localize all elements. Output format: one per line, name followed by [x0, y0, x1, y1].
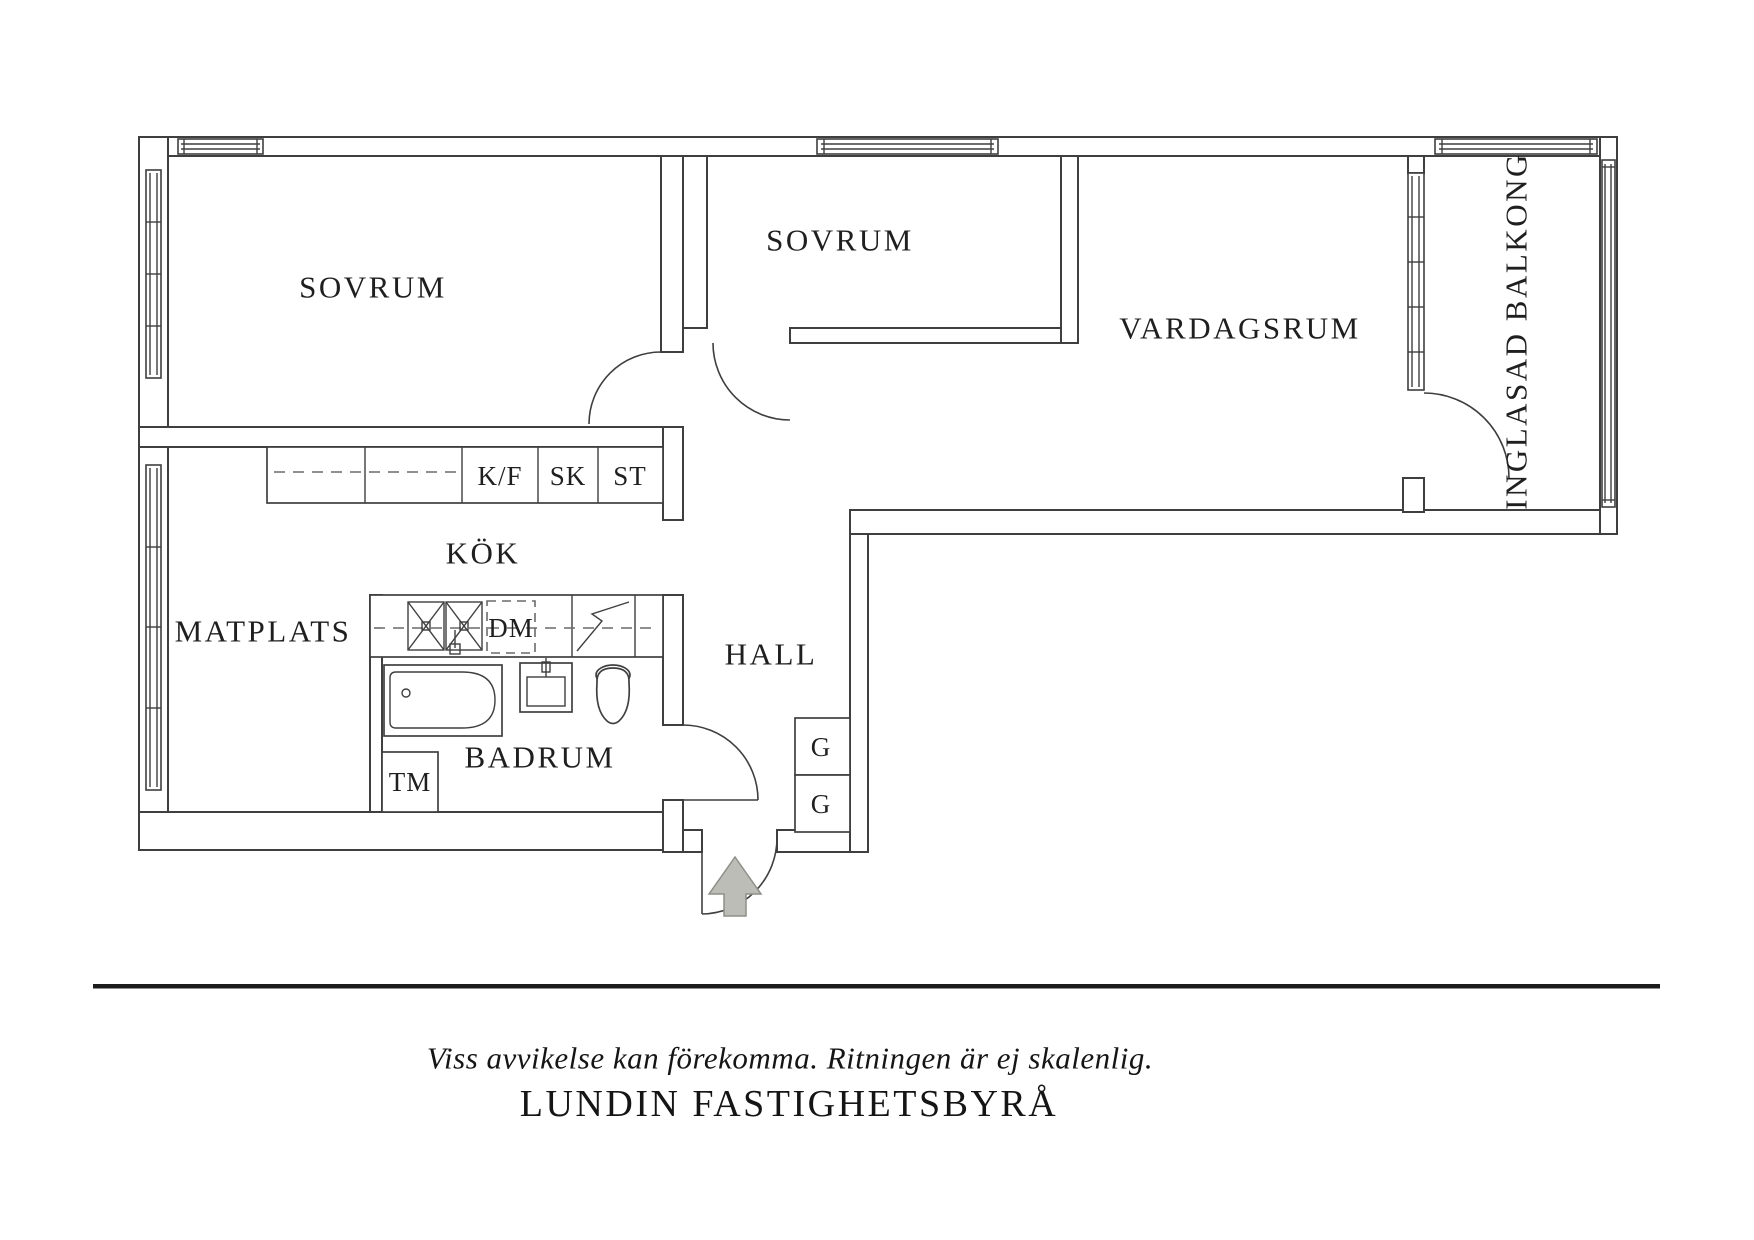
- bathroom-sink: [519, 658, 573, 713]
- wardrobe-label-2: G: [811, 789, 832, 819]
- kitchen-faucet-icon: [449, 630, 461, 655]
- kitchen-sink-1: [407, 601, 445, 651]
- room-label-badrum: BADRUM: [464, 740, 615, 775]
- door-arc-balcony: [1423, 392, 1510, 479]
- door-arc-sovrum-middle: [712, 342, 791, 421]
- wall-sovrum-middle-right: [1060, 155, 1079, 344]
- wall-entrance-left-jamb: [682, 829, 703, 853]
- kitchen-lower-counter: DM: [369, 594, 664, 658]
- window-top-sovrum-left: [177, 138, 264, 155]
- room-label-inglasad-balkong: INGLASAD BALKONG: [1499, 152, 1534, 510]
- washing-machine-box: TM: [381, 751, 439, 813]
- wall-kitchen-stub: [662, 426, 684, 521]
- kitchen-sink-2: [445, 601, 483, 651]
- footer-brand-text: LUNDIN FASTIGHETSBYRÅ: [520, 1083, 1058, 1125]
- wall-south-corridor: [849, 509, 1618, 535]
- window-left-matplats: [145, 464, 162, 791]
- dishwasher-label: DM: [488, 613, 534, 643]
- windows: [145, 138, 1616, 791]
- room-label-sovrum-middle: SOVRUM: [766, 223, 914, 258]
- entrance-arrow-icon: [707, 855, 763, 917]
- room-label-hall: HALL: [725, 637, 818, 672]
- wardrobe-label-1: G: [811, 732, 832, 762]
- dishwasher-box: DM: [486, 600, 536, 654]
- wall-sovrum-left-bottom: [138, 426, 684, 448]
- footer-divider-line: [93, 984, 1660, 989]
- wall-balcony-sep-top: [1407, 155, 1425, 174]
- footer-disclaimer-text: Viss avvikelse kan förekomma. Ritningen …: [427, 1041, 1153, 1076]
- room-label-sovrum-left: SOVRUM: [299, 270, 447, 305]
- wall-badrum-east: [662, 594, 684, 726]
- wall-south-left: [138, 811, 684, 851]
- window-top-balcony: [1434, 138, 1598, 155]
- kitchen-upper-counter: K/F SK ST: [266, 446, 664, 504]
- stove-symbol: [576, 601, 630, 652]
- room-label-matplats: MATPLATS: [175, 614, 352, 649]
- wall-hall-east: [849, 511, 869, 853]
- window-left-sovrum: [145, 169, 162, 379]
- door-arc-sovrum-left: [588, 351, 662, 425]
- room-label-vardagsrum: VARDAGSRUM: [1119, 311, 1361, 346]
- toilet: [595, 664, 631, 725]
- wall-badrum-se-block: [662, 799, 684, 853]
- wardrobe-box-2: G: [794, 774, 851, 833]
- bathtub: [383, 664, 503, 737]
- doors: [588, 342, 1510, 915]
- wall-sovrum-left-right: [660, 155, 684, 353]
- washing-machine-label: TM: [389, 767, 432, 797]
- wall-balcony-sep-jamb: [1402, 477, 1425, 513]
- wall-sovrum-middle-bottom: [789, 327, 1079, 344]
- window-balcony-separation: [1407, 172, 1425, 391]
- wall-sovrum-middle-left: [682, 155, 708, 329]
- hall-wardrobes: G G: [794, 717, 851, 833]
- cabinet-label: SK: [550, 461, 587, 491]
- bathroom-fixtures: TM: [381, 658, 631, 813]
- window-top-sovrum-middle: [816, 138, 999, 155]
- storage-label: ST: [613, 461, 647, 491]
- window-balcony-right: [1601, 159, 1616, 508]
- footer: Viss avvikelse kan förekomma. Ritningen …: [93, 984, 1660, 1125]
- room-labels: SOVRUM SOVRUM VARDAGSRUM INGLASAD BALKON…: [175, 152, 1534, 774]
- door-badrum: [682, 724, 759, 801]
- wardrobe-box-1: G: [794, 717, 851, 776]
- room-label-kok: KÖK: [446, 536, 521, 571]
- fridge-freezer-label: K/F: [477, 461, 522, 491]
